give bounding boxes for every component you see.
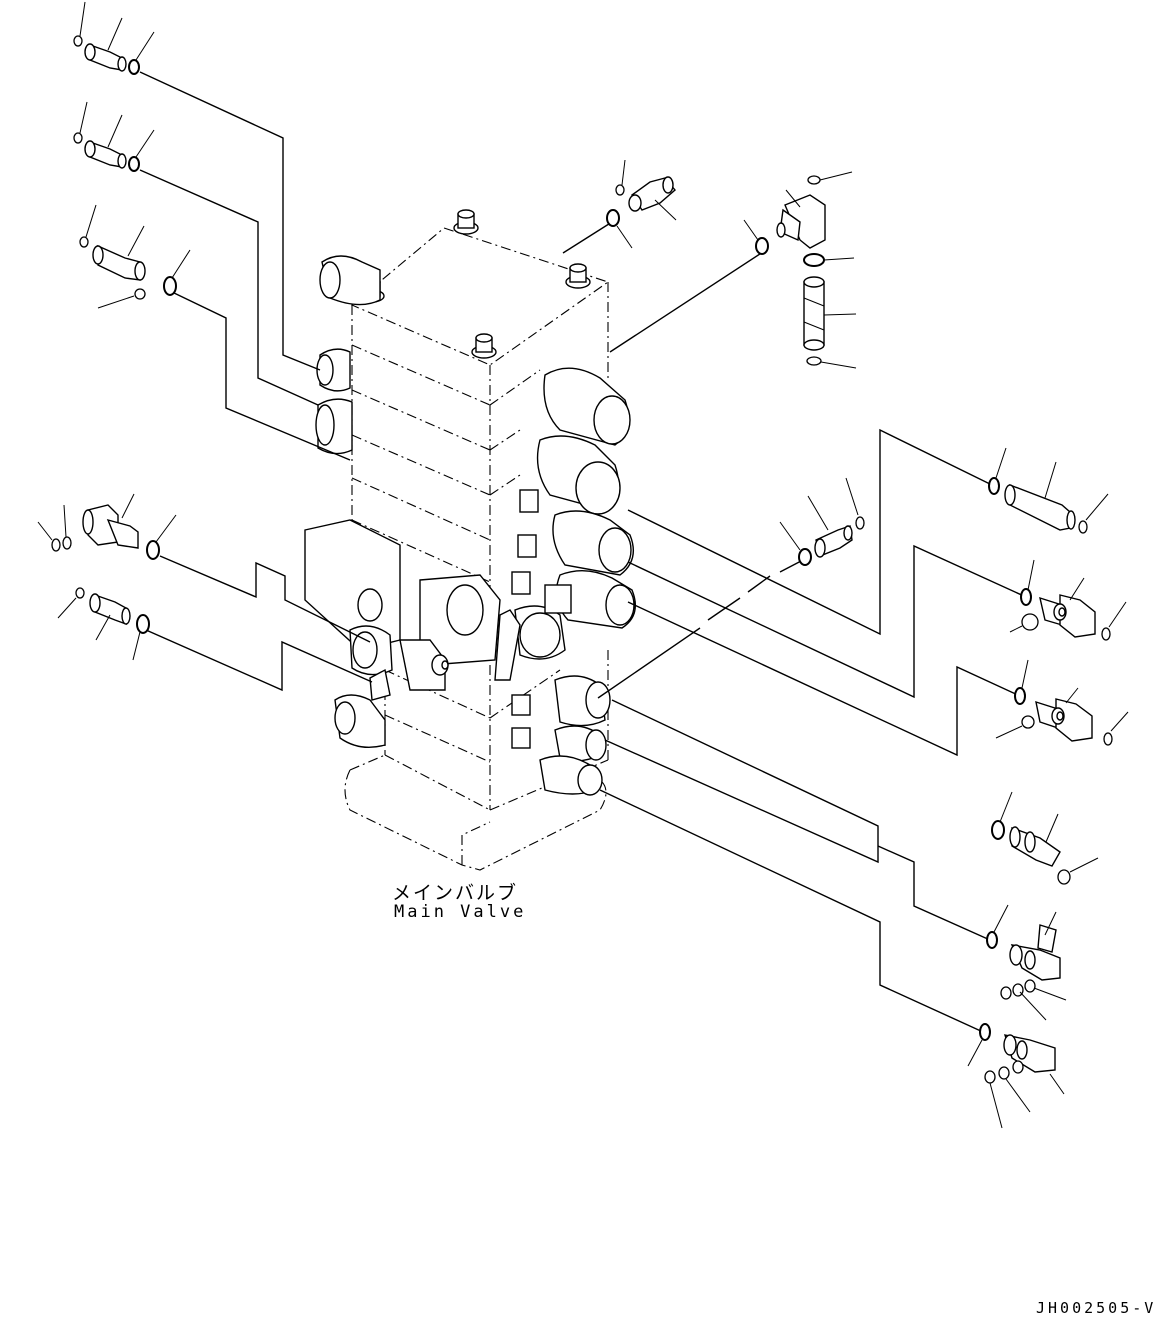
left-fitting-4 [37,493,177,560]
right-fitting-3 [995,659,1129,746]
top-fitting-2 [743,171,857,369]
main-valve-label-jp: メインバルブ [392,882,519,904]
right-fitting-6 [967,1023,1065,1129]
hose-routes [139,71,1027,1033]
left-fitting-1 [73,1,155,75]
main-valve-label-en: Main Valve [394,902,527,922]
drawing-code: JH002505-V [1036,1299,1157,1317]
main-valve-body [304,209,636,871]
left-fitting-2 [73,101,155,172]
right-fitting-4 [991,791,1099,885]
right-fitting-5 [986,904,1067,1021]
right-fitting-1 [988,447,1109,534]
mid-fitting-1 [779,477,865,566]
left-fitting-3 [79,204,191,309]
top-fitting-1 [606,159,677,249]
right-fitting-2 [1009,559,1127,641]
left-fitting-5 [57,587,150,661]
